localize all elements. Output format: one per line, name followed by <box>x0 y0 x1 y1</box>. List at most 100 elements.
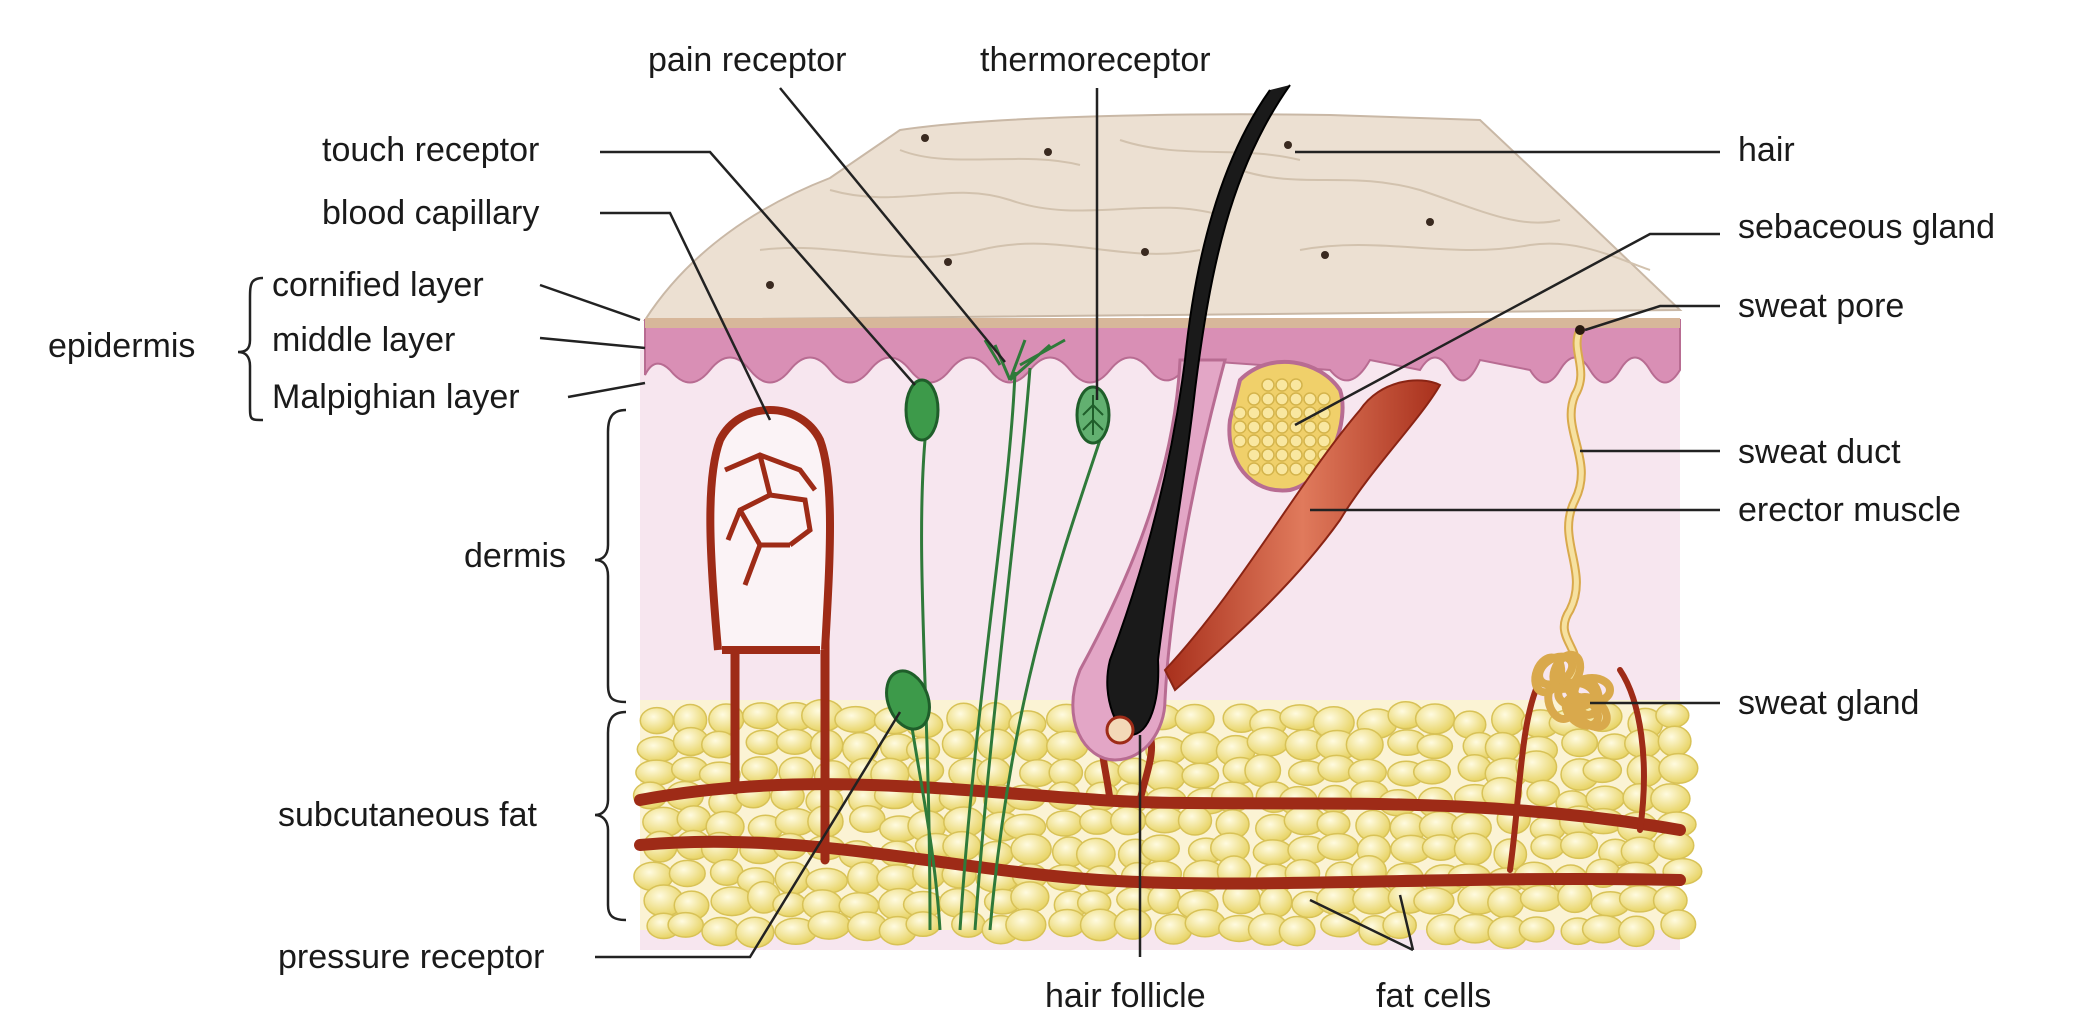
fat-cell <box>905 911 941 938</box>
sebaceous-granule <box>1303 420 1317 434</box>
fat-cell <box>639 706 675 735</box>
sebaceous-granule <box>1247 462 1261 476</box>
skin-pores <box>766 134 1434 289</box>
fat-cell <box>942 830 982 862</box>
leader-lines <box>539 87 1720 959</box>
sebaceous-granule <box>1261 462 1275 476</box>
sebaceous-granule <box>1261 378 1275 392</box>
label-touch-receptor: touch receptor <box>322 131 540 169</box>
sebaceous-granule <box>1289 378 1303 392</box>
fat-cell <box>1421 834 1460 861</box>
fat-cell <box>1581 914 1625 944</box>
fat-cell <box>1316 832 1359 861</box>
skin-surface <box>643 113 1683 322</box>
fat-cell <box>1487 886 1525 919</box>
fat-cell <box>1382 911 1417 940</box>
fat-cell <box>735 916 775 949</box>
label-pain-receptor: pain receptor <box>648 41 847 79</box>
fat-cell <box>1453 832 1492 866</box>
fat-cell <box>1518 916 1555 943</box>
blood-vessels <box>634 635 1686 890</box>
fat-cell <box>946 702 982 735</box>
sebaceous-granule <box>1261 392 1275 406</box>
sweat-gland-coil <box>1549 650 1585 693</box>
fat-cell <box>710 886 754 917</box>
fat-cell <box>1246 726 1290 757</box>
sweat-gland-coil <box>1570 675 1603 719</box>
erector-muscle <box>1163 379 1442 692</box>
layer-braces <box>237 276 627 922</box>
fat-cell <box>876 864 919 893</box>
fat-cell <box>775 728 814 756</box>
fat-cell <box>667 911 704 938</box>
hair-follicle <box>1071 84 1291 762</box>
fat-cell <box>668 859 706 888</box>
fat-cell <box>741 702 781 730</box>
label-middle-layer: middle layer <box>272 321 456 359</box>
fat-cell <box>1557 881 1593 914</box>
fat-cell <box>1413 886 1455 915</box>
fat-cell <box>1316 884 1359 916</box>
label-erector-muscle: erector muscle <box>1738 491 1961 529</box>
sebaceous-granule <box>1303 392 1317 406</box>
sebaceous-granule <box>1275 448 1289 462</box>
sebaceous-granule <box>1275 392 1289 406</box>
fat-cell <box>1585 785 1625 812</box>
sebaceous-granule <box>1247 434 1261 448</box>
fat-cell <box>1079 808 1116 835</box>
sebaceous-granule <box>1303 448 1317 462</box>
label-malpighian-layer: Malpighian layer <box>272 378 520 416</box>
fat-cell <box>1559 831 1599 860</box>
fat-cell <box>1075 837 1116 871</box>
sebaceous-granule <box>1275 434 1289 448</box>
sebaceous-granule <box>1261 434 1275 448</box>
sebaceous-granule <box>1261 448 1275 462</box>
sebaceous-granule <box>1275 420 1289 434</box>
fat-cell <box>1045 810 1084 837</box>
fat-cell <box>1526 779 1561 807</box>
sebaceous-granule <box>1261 420 1275 434</box>
fat-cell <box>1491 702 1526 737</box>
fat-cell <box>1561 728 1599 758</box>
skin-surface-texture <box>759 139 1651 271</box>
fat-cell <box>701 916 741 947</box>
sebaceous-granule <box>1275 406 1289 420</box>
fat-cell <box>1657 725 1692 757</box>
fat-cell <box>1140 834 1180 863</box>
fat-cell <box>848 805 886 834</box>
label-blood-capillary: blood capillary <box>322 194 540 232</box>
sebaceous-granule <box>1233 420 1247 434</box>
label-thermoreceptor: thermoreceptor <box>980 41 1211 79</box>
fat-cell <box>1174 703 1215 735</box>
sebaceous-granule <box>1233 434 1247 448</box>
fat-cell <box>1414 703 1456 735</box>
fat-cell <box>1352 883 1394 915</box>
fat-cell <box>1258 885 1293 918</box>
sebaceous-granule <box>1247 420 1261 434</box>
fat-cell <box>745 729 781 756</box>
label-sweat-gland: sweat gland <box>1738 684 1920 722</box>
label-sebaceous-gland: sebaceous gland <box>1738 208 1996 246</box>
label-hair: hair <box>1738 131 1795 169</box>
fat-cell <box>741 756 778 784</box>
fat-cell <box>1113 908 1152 940</box>
fat-cell <box>1316 810 1351 838</box>
nerve-fibers <box>908 338 1102 931</box>
fat-cell <box>1345 727 1384 762</box>
sebaceous-granule <box>1289 392 1303 406</box>
fat-cell-cluster <box>632 698 1703 949</box>
label-pressure-receptor: pressure receptor <box>278 938 545 976</box>
label-sweat-duct: sweat duct <box>1738 433 1901 471</box>
fat-cell <box>1582 757 1623 784</box>
sebaceous-granule <box>1275 462 1289 476</box>
sebaceous-gland <box>1227 359 1345 493</box>
fat-cell <box>1653 830 1695 861</box>
blood-capillary <box>706 406 834 654</box>
fat-cell <box>1530 833 1566 860</box>
fat-cell <box>834 705 878 733</box>
epidermis-layer <box>644 319 1681 384</box>
sebaceous-granule <box>1247 392 1261 406</box>
label-epidermis: epidermis <box>48 327 196 365</box>
fat-cell <box>1005 908 1047 942</box>
